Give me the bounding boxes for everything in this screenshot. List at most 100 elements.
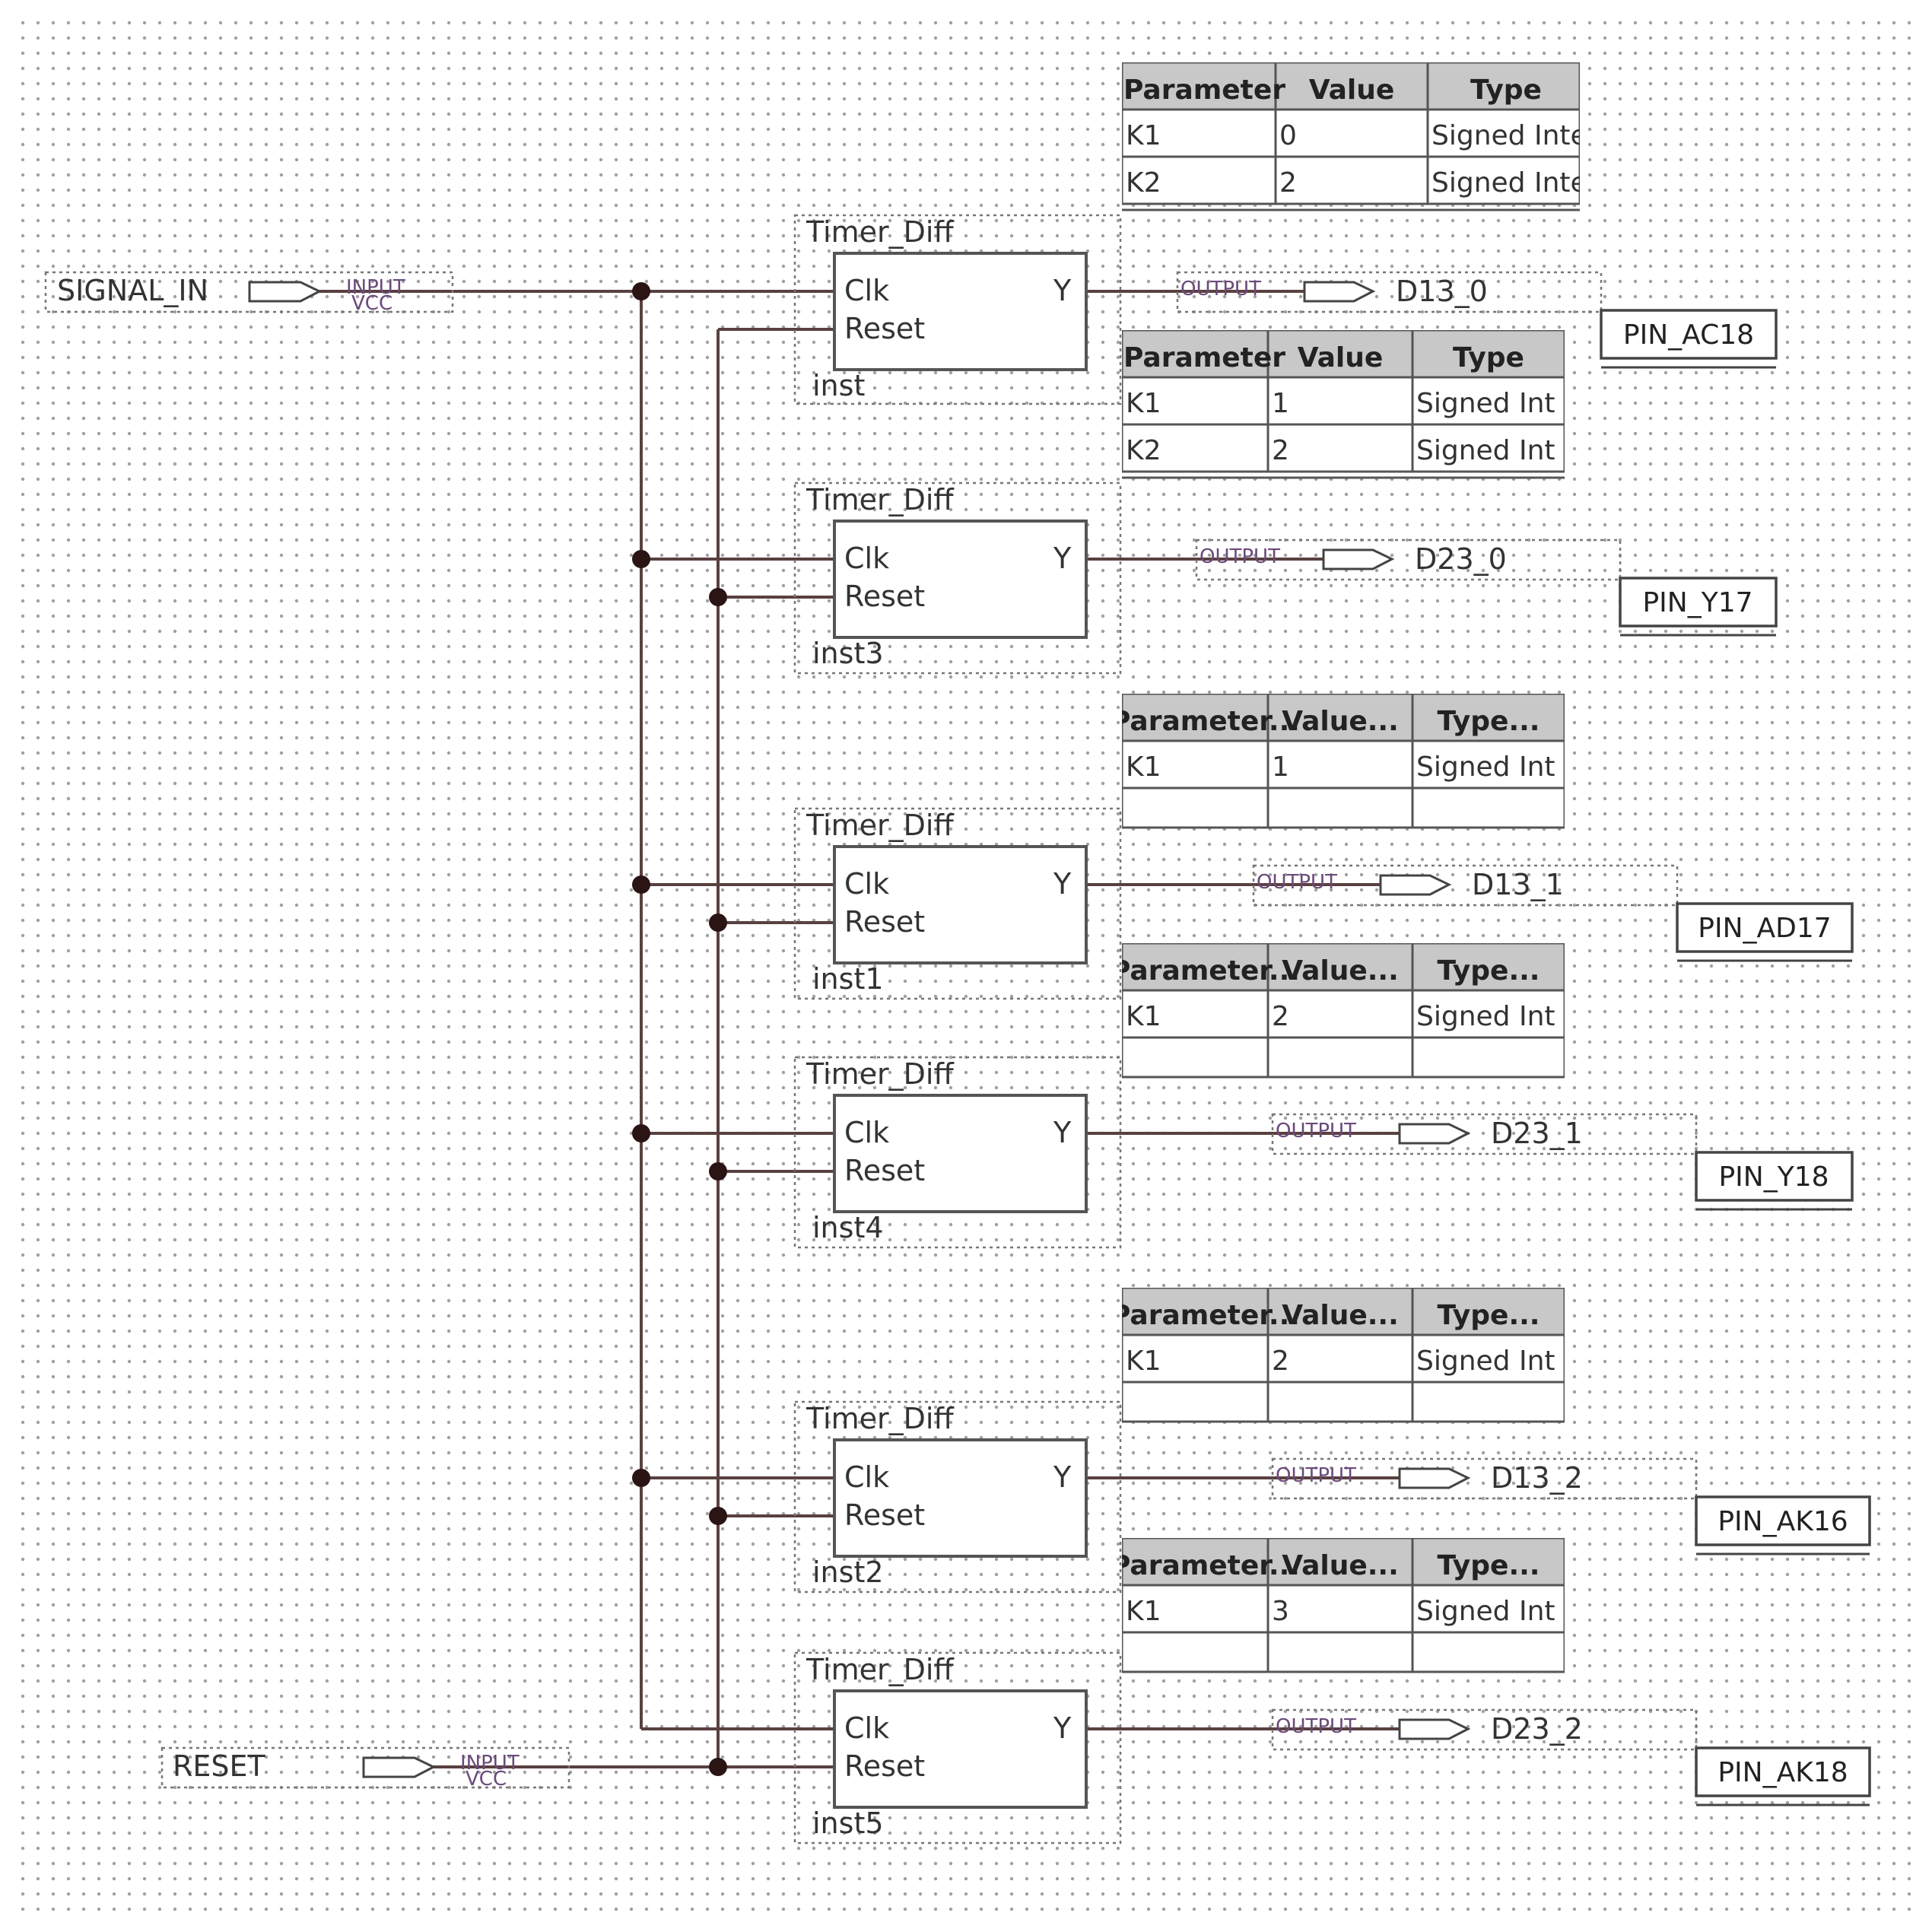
pin-location: PIN_Y18 [1718,1161,1829,1193]
junction-dot [709,588,727,606]
pin-assignment-pin-ac18[interactable]: PIN_AC18 [1600,309,1778,369]
output-pin-d23-2[interactable]: OUTPUT D23_2 [1271,1708,1698,1751]
param-header: Type [1453,342,1524,373]
param-cell: K1 [1126,1596,1161,1627]
param-cell: 2 [1272,435,1289,466]
param-header: Type... [1438,1300,1540,1331]
output-pin-name: D23_0 [1415,542,1507,576]
param-header: Type... [1438,706,1540,737]
junction-dot [632,875,650,894]
timer-diff-block-inst4[interactable]: Timer_Diff Clk Reset Y inst4 [793,1056,1122,1249]
param-header: Type [1470,75,1542,106]
port-reset: Reset [844,312,925,345]
input-pin-tag: VCC [466,1768,507,1791]
param-header: Value [1298,342,1384,373]
output-pin-tag: OUTPUT [1257,871,1337,894]
timer-diff-block-inst1[interactable]: Timer_Diff Clk Reset Y inst1 [793,807,1122,1000]
pin-assignment-pin-ad17[interactable]: PIN_AD17 [1676,902,1854,962]
output-pin-d13-2[interactable]: OUTPUT D13_2 [1271,1457,1698,1500]
block-title: Timer_Diff [806,483,954,516]
output-pin-tag: OUTPUT [1276,1120,1356,1142]
param-cell: 1 [1272,388,1289,419]
param-cell: Signed Inte [1432,120,1587,151]
output-pin-name: D13_2 [1491,1461,1583,1495]
port-reset: Reset [844,1154,925,1187]
param-cell: K1 [1126,388,1161,419]
junction-dot [709,1162,727,1180]
output-pin-name: D13_1 [1472,868,1564,901]
pin-location: PIN_AD17 [1698,913,1831,944]
pin-assignment-pin-y18[interactable]: PIN_Y18 [1695,1151,1854,1211]
parameter-table-inst1[interactable]: Parameter... Value... Type... K1 1 Signe… [1111,694,1565,829]
param-cell: 2 [1272,1346,1289,1377]
junction-dot [632,1124,650,1142]
parameter-table-inst5[interactable]: Parameter... Value... Type... K1 3 Signe… [1111,1538,1565,1673]
param-header: Parameter... [1111,1300,1300,1331]
param-cell: 2 [1272,1001,1289,1032]
pin-assignment-pin-y17[interactable]: PIN_Y17 [1619,577,1778,637]
junctions [632,282,727,1776]
port-reset: Reset [844,1749,925,1783]
param-cell: K2 [1126,167,1161,199]
port-y: Y [1053,1460,1072,1494]
input-pin-name: SIGNAL_IN [57,274,208,307]
port-reset: Reset [844,1498,925,1532]
port-clk: Clk [844,542,889,575]
output-pin-d13-0[interactable]: OUTPUT D13_0 [1176,271,1603,313]
port-y: Y [1053,542,1072,575]
timer-diff-block-inst2[interactable]: Timer_Diff Clk Reset Y inst2 [793,1400,1122,1594]
port-clk: Clk [844,867,889,901]
instance-label: inst5 [812,1806,884,1840]
junction-dot [709,914,727,932]
input-pin-tag: INPUT [346,276,405,299]
param-header: Value... [1282,1550,1399,1581]
pin-assignment-pin-ak18[interactable]: PIN_AK18 [1695,1746,1871,1806]
timer-diff-block-inst3[interactable]: Timer_Diff Clk Reset Y inst3 [793,481,1122,675]
param-header: Value... [1282,1300,1399,1331]
output-pin-tag: OUTPUT [1180,278,1261,300]
wires [319,290,1400,1768]
param-cell: K1 [1126,120,1161,151]
param-header: Value... [1282,706,1399,737]
param-cell: 3 [1272,1596,1289,1627]
junction-dot [709,1758,727,1776]
output-pin-tag: OUTPUT [1200,545,1280,568]
port-clk: Clk [844,1460,889,1494]
output-pin-d13-1[interactable]: OUTPUT D13_1 [1252,864,1679,907]
pin-location: PIN_AK16 [1718,1506,1848,1537]
timer-diff-block-inst[interactable]: Timer_Diff Clk Reset Y inst [793,214,1122,405]
input-pin-tag: INPUT [460,1752,520,1775]
param-cell: Signed Int [1416,1001,1555,1032]
output-pin-name: D13_0 [1396,275,1488,308]
pin-location: PIN_AC18 [1623,319,1754,351]
param-cell: K1 [1126,1346,1161,1377]
block-title: Timer_Diff [806,215,954,249]
input-pin-signal-in[interactable]: SIGNAL_IN INPUT VCC [44,271,454,315]
instance-label: inst1 [812,962,884,996]
parameter-table-inst4[interactable]: Parameter... Value... Type... K1 2 Signe… [1111,943,1565,1079]
output-pin-d23-1[interactable]: OUTPUT D23_1 [1271,1113,1698,1155]
input-pin-reset[interactable]: RESET INPUT VCC [160,1746,570,1791]
param-header: Value [1309,75,1395,106]
param-cell: 1 [1272,752,1289,783]
timer-diff-block-inst5[interactable]: Timer_Diff Clk Reset Y inst5 [793,1651,1122,1845]
port-clk: Clk [844,274,889,307]
parameter-table-inst2[interactable]: Parameter... Value... Type... K1 2 Signe… [1111,1288,1565,1423]
param-cell: Signed Inte [1432,167,1587,199]
param-header: Type... [1438,1550,1540,1581]
pin-assignment-pin-ak16[interactable]: PIN_AK16 [1695,1495,1871,1555]
parameter-table-inst[interactable]: Parameter Value Type K1 0 Signed Inte K2… [1122,62,1587,211]
junction-dot [632,282,650,300]
port-y: Y [1053,274,1072,307]
param-cell: Signed Int [1416,435,1555,466]
instance-label: inst3 [812,637,884,670]
output-pin-d23-0[interactable]: OUTPUT D23_0 [1195,539,1622,581]
input-pin-name: RESET [173,1749,266,1783]
param-cell: Signed Int [1416,1596,1555,1627]
param-cell: K2 [1126,435,1161,466]
output-pin-tag: OUTPUT [1276,1464,1356,1487]
param-cell: 2 [1279,167,1297,199]
param-header: Parameter [1123,342,1285,373]
parameter-table-inst3[interactable]: Parameter Value Type K1 1 Signed Int K2 … [1122,330,1565,479]
port-reset: Reset [844,580,925,613]
